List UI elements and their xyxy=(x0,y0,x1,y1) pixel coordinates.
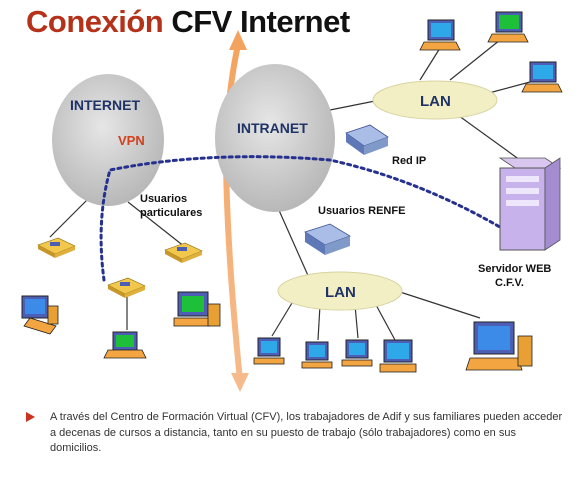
lan-top-label: LAN xyxy=(420,93,451,110)
computer-icon-lan-bottom-5 xyxy=(465,321,533,371)
router-renfe-icon xyxy=(304,223,351,255)
vpn-label: VPN xyxy=(118,133,145,148)
intranet-label: INTRANET xyxy=(237,120,308,136)
computer-icon-home-2 xyxy=(173,291,221,327)
laptop-icon xyxy=(103,331,147,359)
red-ip-label: Red IP xyxy=(392,155,426,167)
usuarios-particulares-label-1: Usuarios xyxy=(140,193,187,205)
bullet-arrow-icon xyxy=(26,412,35,422)
computer-icon-home-1 xyxy=(21,295,59,335)
title-part-2: CFV Internet xyxy=(171,4,350,39)
computer-icon-lan-bottom-3 xyxy=(341,339,373,367)
router-red-ip-icon xyxy=(345,124,389,155)
computer-icon-lan-top-2 xyxy=(487,11,529,43)
servidor-label-2: C.F.V. xyxy=(495,277,524,289)
page-title: Conexión CFV Internet xyxy=(26,4,350,40)
line-internet-pc3 xyxy=(127,201,186,248)
line-lantop-server xyxy=(454,112,521,161)
intranet-cloud xyxy=(215,64,335,212)
lan-bottom-label: LAN xyxy=(325,284,356,301)
computer-icon-lan-top-3 xyxy=(521,61,563,93)
hub-middle-icon xyxy=(107,277,146,298)
line-lantop-pc1 xyxy=(419,47,441,81)
line-intranet-lanbottom xyxy=(277,207,311,281)
vpn-dotted-path xyxy=(99,155,507,282)
computer-icon-lan-bottom-1 xyxy=(253,337,285,365)
computer-icon-lan-top-1 xyxy=(419,19,461,51)
server-tower-icon xyxy=(498,157,562,251)
connection-lines xyxy=(49,39,531,341)
line-lanbottom-pc4 xyxy=(374,302,396,341)
servidor-label-1: Servidor WEB xyxy=(478,263,551,275)
line-lanbottom-pc5 xyxy=(399,291,481,319)
hub-left-icon xyxy=(37,237,76,258)
lan-top-ellipse xyxy=(372,80,498,120)
title-part-1: Conexión xyxy=(26,4,164,39)
internet-label: INTERNET xyxy=(70,97,140,113)
line-internet-pc1 xyxy=(49,194,93,238)
line-lanbottom-pc3 xyxy=(354,304,359,339)
lan-bottom-ellipse xyxy=(277,271,403,311)
computer-icon-lan-bottom-2 xyxy=(301,341,333,369)
computer-icon-lan-bottom-4 xyxy=(379,339,417,373)
usuarios-particulares-label-2: particulares xyxy=(140,207,202,219)
line-lanbottom-pc1 xyxy=(271,297,296,337)
caption-text: A través del Centro de Formación Virtual… xyxy=(50,411,563,454)
line-lantop-pc2 xyxy=(449,39,501,81)
line-lanbottom-pc2 xyxy=(317,304,321,341)
usuarios-renfe-label: Usuarios RENFE xyxy=(318,205,405,217)
internet-cloud xyxy=(52,74,164,206)
hub-right-icon xyxy=(164,242,203,263)
